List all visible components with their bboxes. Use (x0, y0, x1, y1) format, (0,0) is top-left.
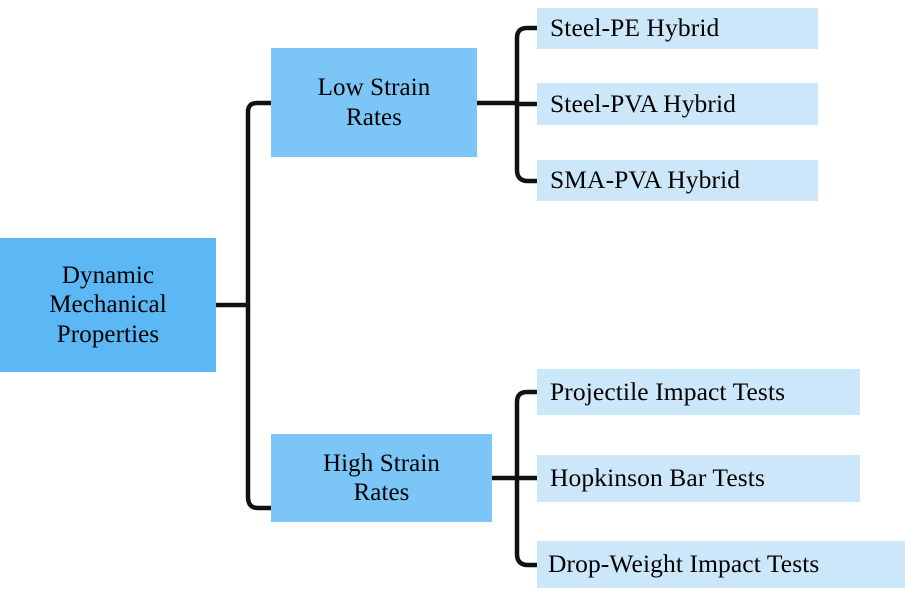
connector-root-spine (245, 100, 274, 511)
node-leaf-drop-weight-impact-tests[interactable]: Drop-Weight Impact Tests (537, 541, 905, 588)
node-leaf-projectile-label: Projectile Impact Tests (550, 376, 786, 406)
node-branch-high-strain-rates[interactable]: High Strain Rates (271, 434, 492, 522)
node-branch-low-label: Low Strain Rates (317, 74, 431, 131)
node-branch-high-label: High Strain Rates (322, 449, 441, 507)
node-leaf-steel-pva-label: Steel-PVA Hybrid (550, 88, 737, 118)
connector-high-spine (514, 389, 540, 568)
node-root-label: Dynamic Mechanical Properties (49, 261, 167, 348)
node-leaf-steel-pe-hybrid[interactable]: Steel-PE Hybrid (537, 8, 818, 49)
connector-low-spine (514, 25, 540, 184)
node-leaf-drop-weight-label: Drop-Weight Impact Tests (548, 549, 820, 579)
node-branch-low-strain-rates[interactable]: Low Strain Rates (271, 48, 477, 157)
node-leaf-hopkinson-bar-tests[interactable]: Hopkinson Bar Tests (537, 455, 860, 502)
node-leaf-steel-pva-hybrid[interactable]: Steel-PVA Hybrid (537, 83, 818, 125)
node-leaf-steel-pe-label: Steel-PE Hybrid (550, 13, 720, 43)
node-leaf-hopkinson-label: Hopkinson Bar Tests (550, 463, 765, 493)
node-leaf-projectile-impact-tests[interactable]: Projectile Impact Tests (537, 369, 860, 415)
node-root-dynamic-mechanical-properties[interactable]: Dynamic Mechanical Properties (0, 238, 216, 372)
node-leaf-sma-pva-label: SMA-PVA Hybrid (550, 165, 741, 195)
node-leaf-sma-pva-hybrid[interactable]: SMA-PVA Hybrid (537, 160, 818, 201)
